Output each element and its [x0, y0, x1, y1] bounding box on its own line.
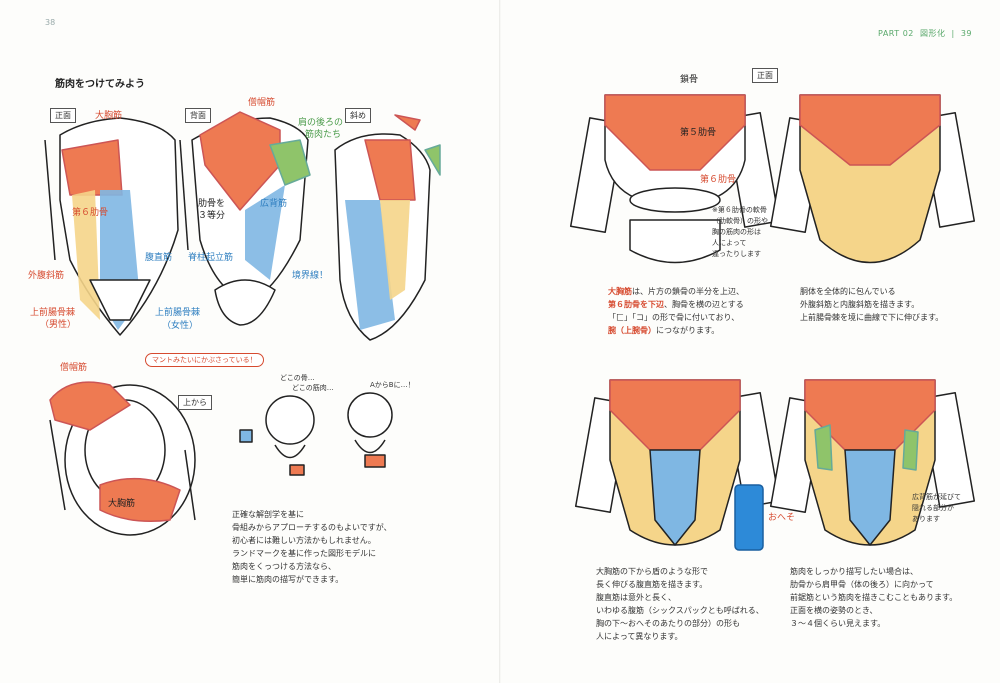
- cartoon-text-confused-1: どこの骨…: [280, 374, 315, 382]
- cartoon-text-thinking: AからBに…！: [370, 381, 415, 389]
- paragraph-obliques: 胴体を全体的に包んでいる 外腹斜筋と内腹斜筋を描きます。 上前腸骨棘を境に曲線で…: [800, 287, 944, 322]
- figure-serratus: [769, 379, 976, 546]
- paragraph-rectus: 大胸筋の下から盾のような形で 長く伸びる腹直筋を描きます。 腹直筋は意外と長く、…: [596, 567, 764, 641]
- label-boundary: 境界線！: [292, 271, 329, 281]
- front-torso-figure: [44, 117, 189, 336]
- view-label-front: 正面: [50, 108, 76, 123]
- left-paragraph: 正確な解剖学を基に 骨組みからアプローチするのもよいですが、 初心者には難しい方…: [232, 510, 392, 584]
- label-asis-female-sub: （女性）: [162, 321, 199, 331]
- paragraph-serratus: 筋肉をしっかり描写したい場合は、 肋骨から肩甲骨（体の後ろ）に向かって 前鋸筋と…: [790, 567, 958, 628]
- cartoon-figures: [239, 392, 393, 476]
- label-rib-third: 肋骨を: [198, 199, 226, 209]
- label-pectoralis: 大胸筋: [95, 111, 123, 121]
- label-asis-male: 上前腸骨棘: [30, 308, 76, 318]
- label-trapezius: 僧帽筋: [248, 98, 276, 108]
- label-rib6-right: 第６肋骨: [700, 175, 737, 185]
- section-title: 筋肉をつけてみよう: [55, 79, 145, 90]
- oblique-torso-figure: [334, 114, 441, 341]
- view-label-oblique: 斜め: [345, 108, 371, 123]
- view-label-top: 上から: [178, 395, 212, 410]
- note-rib-cartilage: ※第６肋骨の軟骨 （肋軟骨）の形や 胸の筋肉の形は 人によって 違ったりします: [712, 206, 768, 258]
- label-erector: 脊柱起立筋: [188, 253, 234, 263]
- page-spine: [499, 0, 501, 683]
- figure-pectoralis: [569, 94, 781, 264]
- label-rectus: 腹直筋: [145, 253, 173, 263]
- label-shoulder-back-sub: 筋肉たち: [305, 130, 342, 140]
- label-pectoralis-top: 大胸筋: [108, 499, 136, 509]
- back-torso-figure: [191, 111, 311, 326]
- label-rib-third-sub: ３等分: [198, 211, 226, 221]
- label-navel: おへそ: [768, 513, 796, 523]
- front-tag: 正面: [752, 68, 778, 83]
- label-clavicle: 鎖骨: [680, 75, 699, 85]
- note-latissimus: 広背筋が延びて 隠れる部分が あります: [912, 493, 961, 523]
- label-trapezius-top: 僧帽筋: [60, 363, 88, 373]
- label-asis-female: 上前腸骨棘: [155, 308, 201, 318]
- figure-obliques: [769, 94, 976, 264]
- paragraph-pectoralis: 大胸筋は、片方の鎖骨の半分を上辺、 第６肋骨を下辺、胸骨を横の辺とする 「匚」「…: [608, 287, 744, 335]
- label-latissimus: 広背筋: [260, 199, 288, 209]
- chapter-header: PART 02 図形化 | 39: [878, 29, 973, 38]
- view-label-back: 背面: [185, 108, 211, 123]
- callout-bubble: マントみたいにかぶさっている！: [145, 353, 264, 367]
- label-asis-male-sub: （男性）: [40, 320, 77, 330]
- cartoon-text-confused-2: どこの筋肉…: [292, 384, 334, 392]
- top-view-figure: [49, 381, 196, 536]
- left-page-number: 38: [45, 18, 56, 27]
- label-rib5: 第５肋骨: [680, 128, 717, 138]
- label-shoulder-back: 肩の後ろの: [298, 118, 344, 128]
- figure-rectus: [574, 379, 781, 551]
- label-external-oblique: 外腹斜筋: [28, 271, 65, 281]
- label-rib6: 第６肋骨: [72, 208, 109, 218]
